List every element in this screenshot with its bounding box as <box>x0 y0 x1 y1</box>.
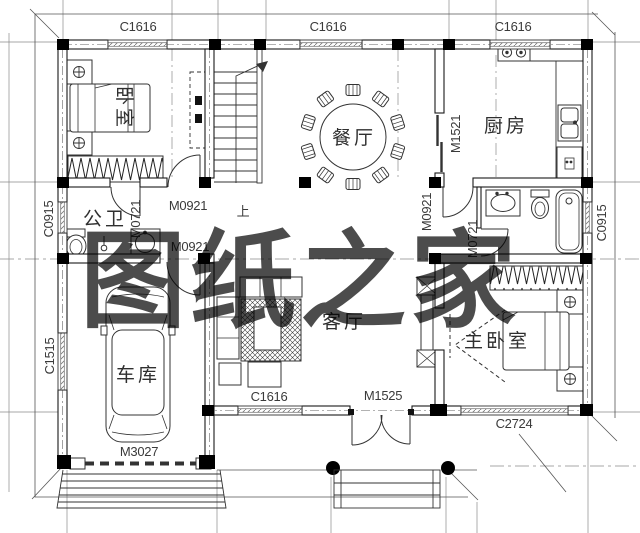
room-label-bedroom: 卧室 <box>113 86 135 130</box>
door-kitchen-slider <box>436 115 443 172</box>
room-label-public-bath: 公卫 <box>83 209 127 230</box>
master-bed <box>502 289 584 392</box>
label-door-bath-lobby: M0921 <box>419 193 434 231</box>
structural-columns <box>57 39 593 475</box>
tv-unit <box>416 276 438 368</box>
window-c1616-top-mid <box>299 39 363 50</box>
window-c1515-left <box>57 332 68 391</box>
coffee-table <box>253 306 282 351</box>
label-window-master: C2724 <box>496 416 533 431</box>
label-door-to-garage: M0921 <box>171 239 209 254</box>
window-c2724-master <box>460 405 569 416</box>
window-c1616-top-left <box>107 39 168 50</box>
car <box>100 286 176 443</box>
duct-box <box>189 71 207 149</box>
floor-drain <box>100 236 108 252</box>
room-label-dining: 餐厅 <box>332 127 376 149</box>
porch-column <box>441 461 455 475</box>
bathtub <box>555 189 583 254</box>
master-wardrobe <box>489 265 584 291</box>
dining-table <box>300 84 406 190</box>
door-master <box>449 309 506 383</box>
window-c0915-left <box>57 201 68 234</box>
window-c0915-right <box>582 201 593 234</box>
stool <box>247 361 282 388</box>
door-bath-inner <box>480 228 509 257</box>
label-window-living: C1616 <box>251 389 288 404</box>
label-door-entry: M1525 <box>364 388 402 403</box>
eave-outline <box>29 8 618 501</box>
label-door-kitchen: M1521 <box>448 115 463 153</box>
label-window-left-bath: C0915 <box>41 201 56 238</box>
garage-ramp <box>56 469 227 509</box>
label-door-public-bath: M0721 <box>128 200 143 238</box>
label-door-garage-main: M3027 <box>120 444 158 459</box>
bed <box>65 59 151 156</box>
fridge <box>556 146 583 181</box>
door-public-bath <box>110 186 141 217</box>
label-window-right-bath: C0915 <box>594 205 609 242</box>
label-stairs-up: 上 <box>237 204 250 219</box>
porch-steps <box>333 469 441 509</box>
staircase <box>214 48 268 184</box>
door-entry-double <box>348 409 414 446</box>
door-bath-lobby <box>442 186 474 218</box>
label-door-bedroom: M0921 <box>169 198 207 213</box>
window-c1616-living <box>237 405 303 416</box>
window-c1616-top-right <box>489 39 551 50</box>
fixtures <box>65 43 584 443</box>
windows <box>57 39 593 416</box>
label-window-top-mid: C1616 <box>310 19 347 34</box>
room-label-living: 客厅 <box>322 311 366 333</box>
label-window-top-right: C1616 <box>495 19 532 34</box>
door-to-garage <box>166 261 201 296</box>
label-window-left-garage: C1515 <box>42 338 57 375</box>
kitchen-counter <box>530 60 583 183</box>
garage-main-door <box>69 457 212 470</box>
watermark: 图纸之家 <box>80 218 520 343</box>
label-window-top-left: C1616 <box>120 19 157 34</box>
label-door-bath-inner: M0721 <box>465 220 480 258</box>
bath-toilet <box>530 189 550 219</box>
kitchen-sink <box>557 104 582 142</box>
porch-column <box>326 461 340 475</box>
sofa-set <box>216 276 303 388</box>
bath-basin <box>485 189 521 217</box>
room-label-kitchen: 厨房 <box>484 115 528 137</box>
side-table <box>218 362 242 386</box>
room-label-master-bedroom: 主卧室 <box>464 330 530 352</box>
room-label-garage: 车库 <box>116 364 160 386</box>
door-bedroom <box>167 154 201 188</box>
